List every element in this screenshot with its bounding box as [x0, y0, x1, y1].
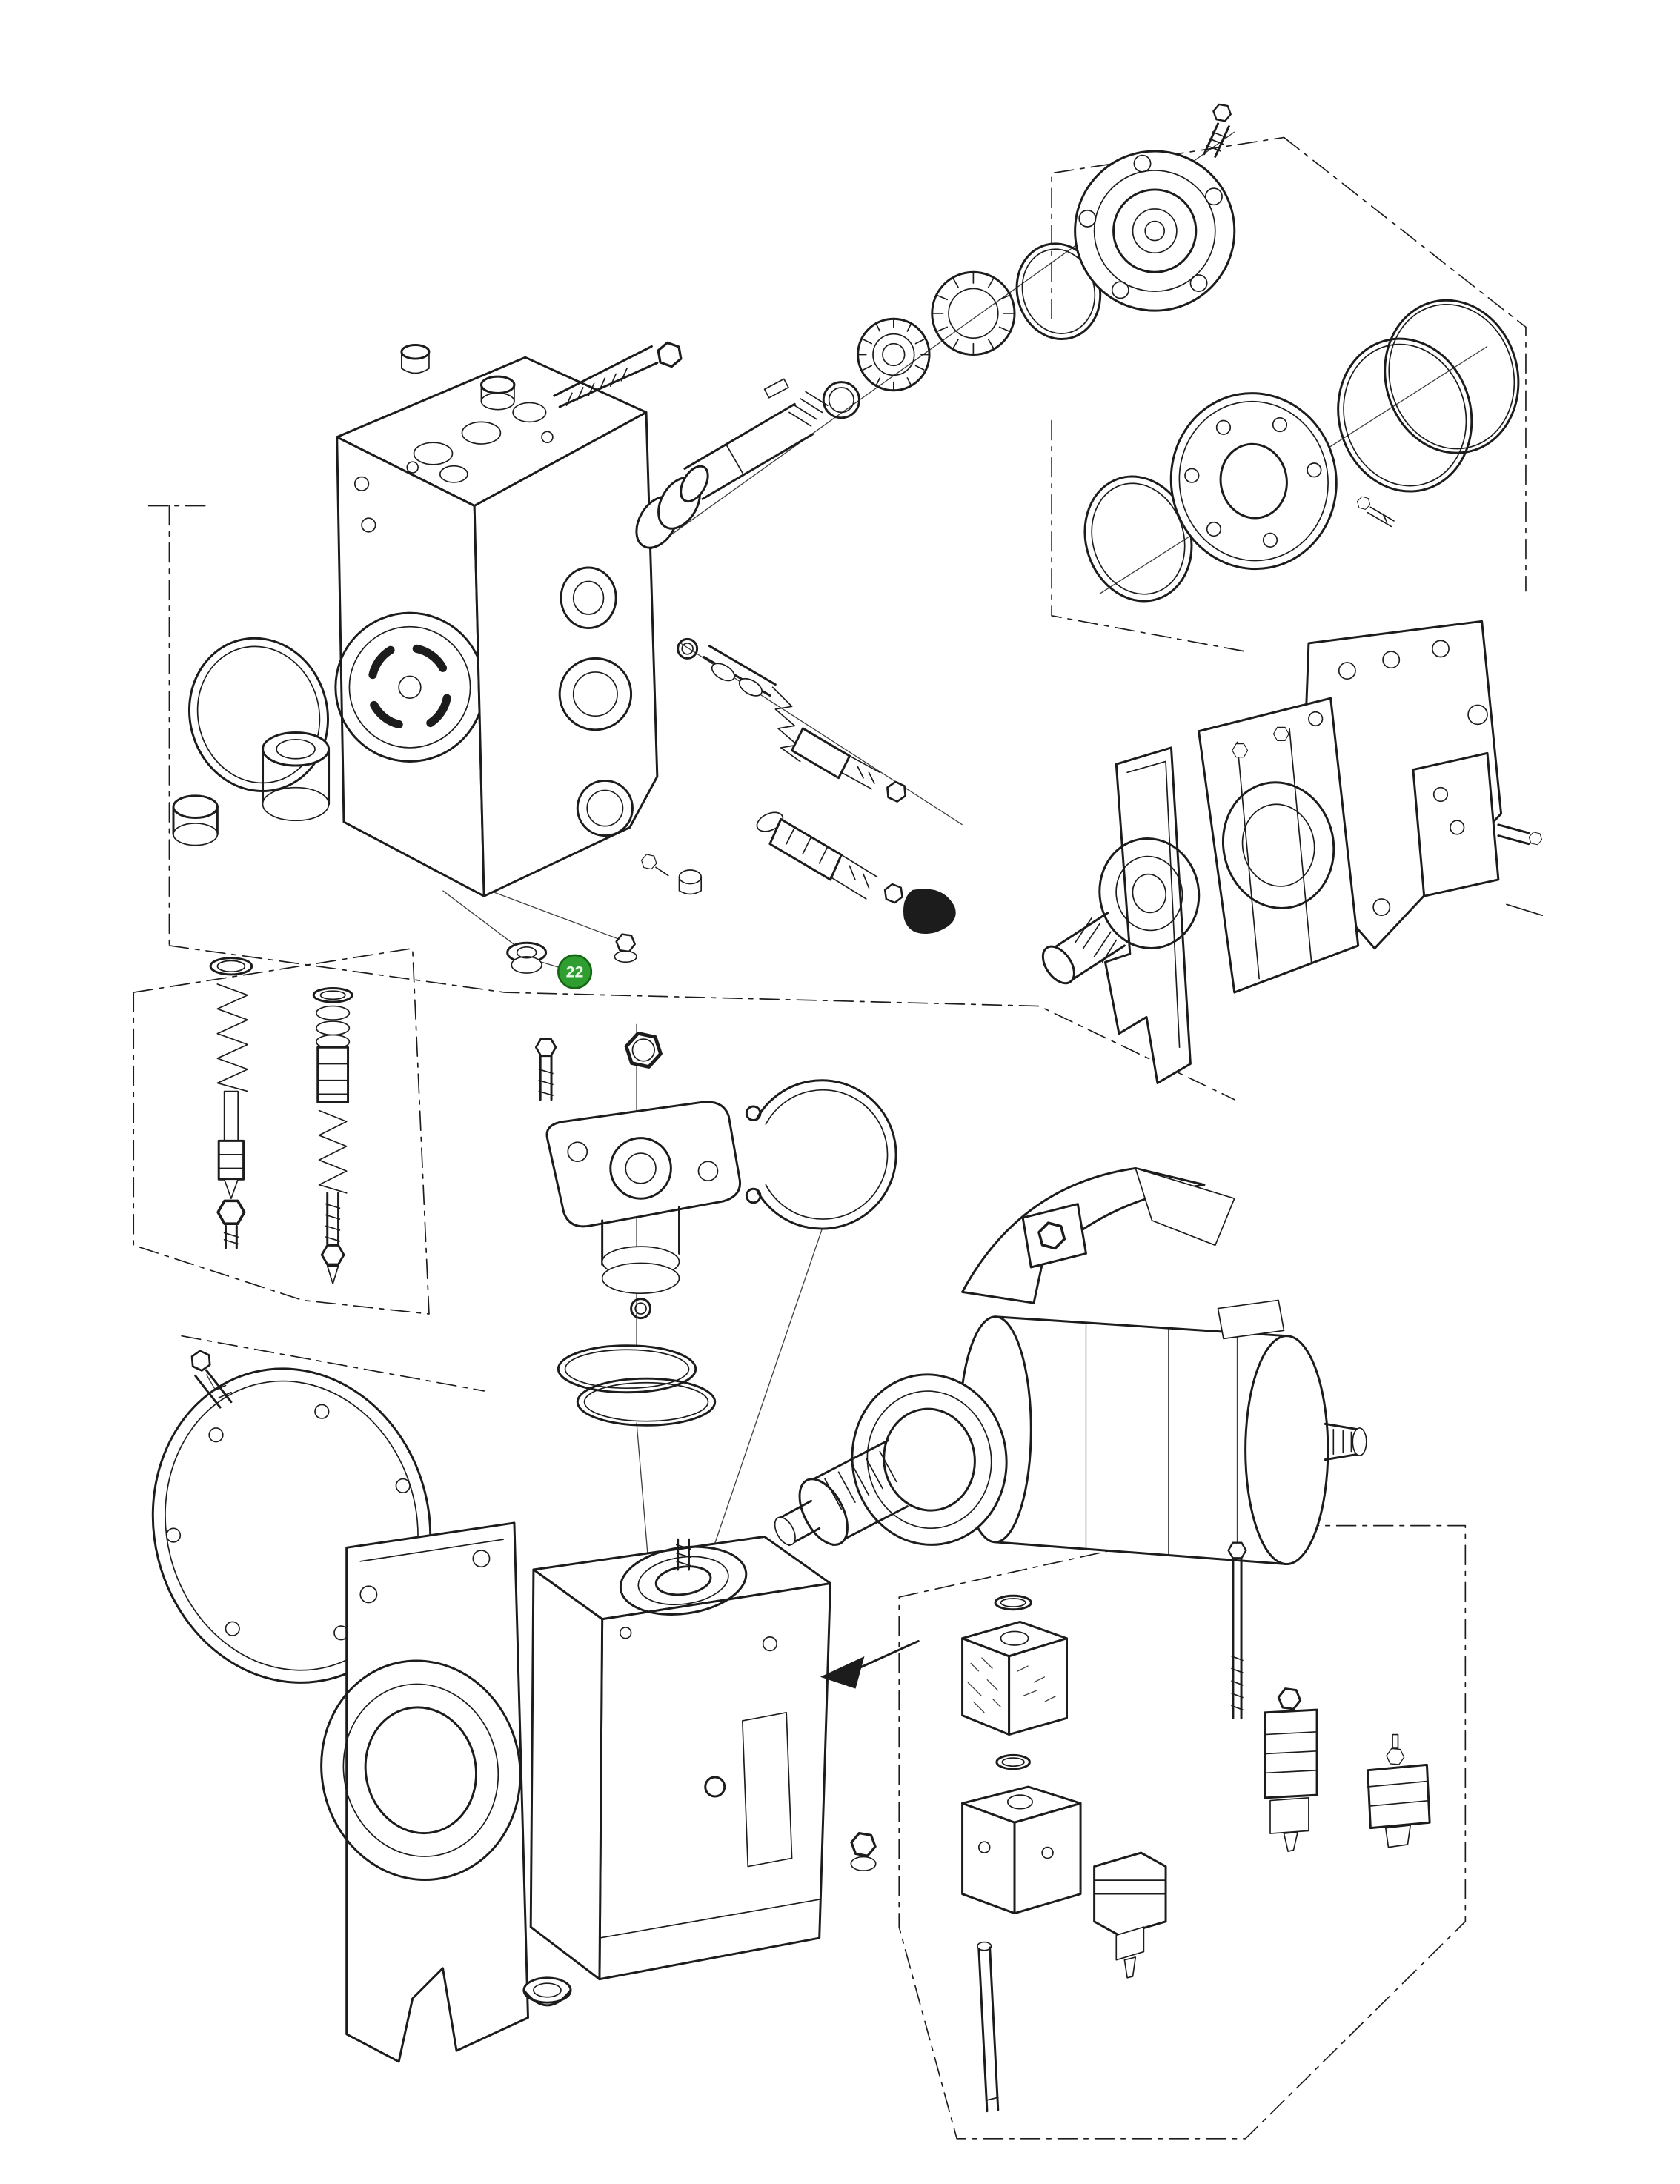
callout-22[interactable]: 22: [541, 954, 593, 989]
callout-22-label: 22: [566, 963, 584, 981]
retaining-ring: [745, 1079, 897, 1230]
seal-and-bushing-group: [172, 637, 331, 846]
cartridge-valve-chain: [677, 637, 956, 934]
flange-and-seal-group: [534, 1032, 742, 1427]
assembled-pump-unit: [1041, 620, 1544, 1084]
callout-22-circle[interactable]: [557, 954, 593, 989]
pump-housing-block: [334, 339, 703, 974]
bottom-pump-assembly: [320, 1521, 920, 2063]
relief-valve-cartridges: [209, 957, 353, 1285]
port-plate-group: [1083, 299, 1520, 603]
control-valve-group: [961, 1541, 1431, 2113]
drive-shaft-group: [635, 102, 1236, 549]
motor-assembly: [774, 1166, 1367, 1566]
